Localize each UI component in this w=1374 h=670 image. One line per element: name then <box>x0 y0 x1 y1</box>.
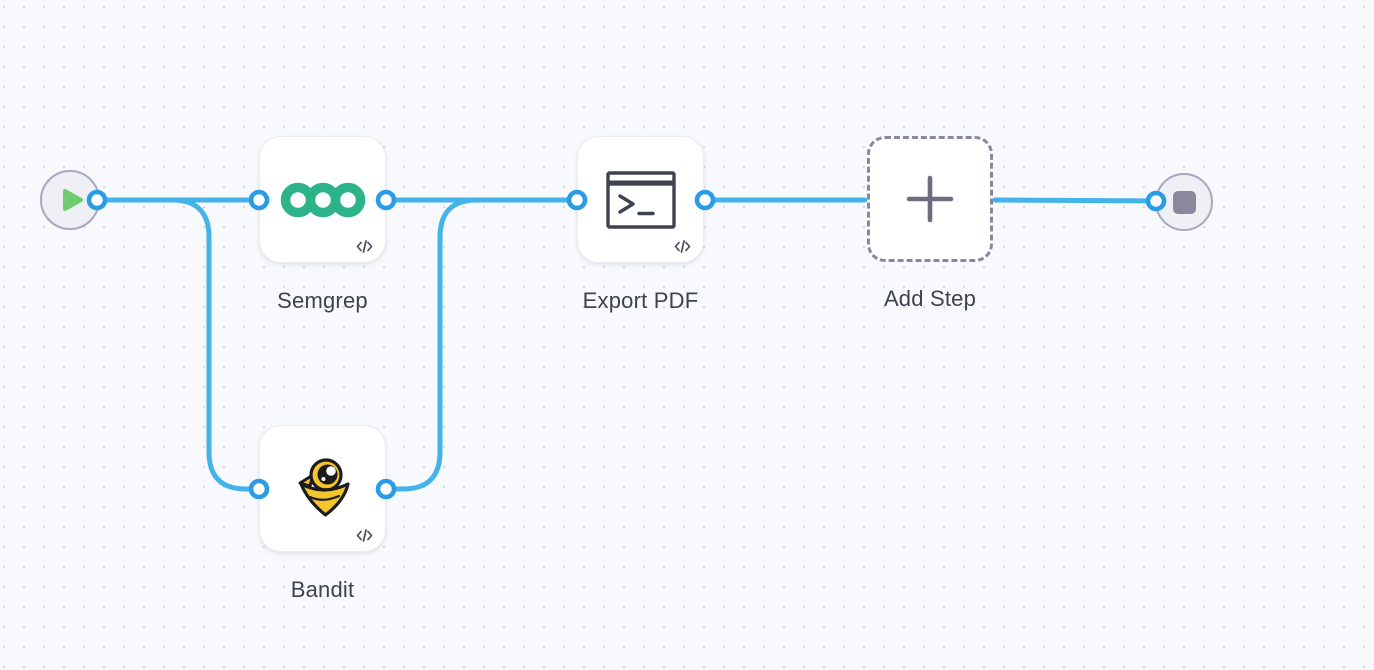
code-icon <box>674 240 691 253</box>
node-export-pdf[interactable] <box>577 136 704 263</box>
node-label-semgrep: Semgrep <box>277 288 368 313</box>
terminal-icon <box>605 170 676 229</box>
stop-icon <box>1172 190 1196 214</box>
start-node[interactable] <box>40 170 100 230</box>
semgrep-logo-icon <box>280 182 365 217</box>
node-label-export-pdf: Export PDF <box>582 288 699 313</box>
bandit-logo-icon <box>298 457 350 517</box>
node-bandit[interactable] <box>259 425 386 552</box>
code-icon <box>356 529 373 542</box>
edge-bandit-to-export[interactable] <box>383 197 580 492</box>
node-semgrep[interactable] <box>259 136 386 263</box>
node-label-bandit: Bandit <box>290 577 355 602</box>
plus-icon <box>906 175 954 223</box>
add-step-button[interactable] <box>867 136 993 262</box>
node-label-add-step: Add Step <box>883 286 977 311</box>
end-node[interactable] <box>1155 173 1213 231</box>
edge-addstep-to-end[interactable] <box>992 197 1159 204</box>
edge-start-to-bandit[interactable] <box>94 197 262 492</box>
play-icon <box>62 189 83 211</box>
code-icon <box>356 240 373 253</box>
